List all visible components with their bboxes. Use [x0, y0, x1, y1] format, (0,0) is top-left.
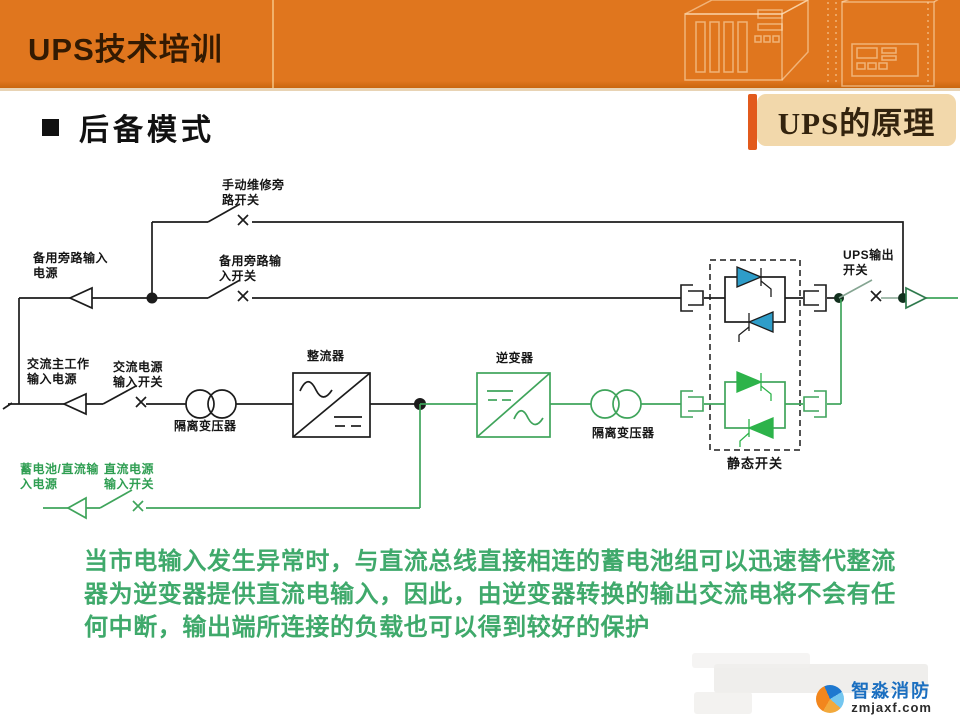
- label-ac-main-power: 交流主工作 输入电源: [27, 357, 90, 386]
- watermark-brand: 智淼消防: [851, 681, 932, 702]
- description-paragraph: 当市电输入发生异常时，与直流总线直接相连的蓄电池组可以迅速替代整流器为逆变器提供…: [84, 548, 896, 641]
- rectifier-box: [292, 372, 371, 438]
- transformer-symbol-right: [590, 389, 620, 419]
- brand-logo-icon: [816, 684, 845, 713]
- section-bullet: [42, 119, 59, 136]
- label-rectifier: 整流器: [307, 349, 345, 363]
- ups-equipment-art-icon: [684, 0, 939, 87]
- label-ac-input-switch: 交流电源 输入开关: [113, 360, 164, 389]
- arrow-left-icon: [67, 286, 93, 310]
- transformer-symbol-left: [185, 389, 215, 419]
- watermark: 智淼消防 zmjaxf.com: [816, 682, 932, 715]
- connector-icon: [680, 390, 704, 418]
- label-manual-bypass-switch: 手动维修旁 路开关: [222, 178, 285, 207]
- watermark-site: zmjaxf.com: [851, 700, 932, 716]
- junction-dot: [146, 292, 158, 304]
- switch-x-icon: [237, 290, 249, 302]
- watermark-blur-patch: [694, 692, 752, 714]
- connector-icon: [680, 284, 704, 312]
- label-inverter: 逆变器: [496, 351, 534, 365]
- thyristor-icon: [747, 311, 774, 333]
- principle-tag-label: UPS的原理: [777, 105, 936, 141]
- thyristor-icon: [736, 371, 763, 393]
- label-isolation-transformer-left: 隔离变压器: [174, 419, 237, 433]
- label-isolation-transformer-right: 隔离变压器: [592, 426, 655, 440]
- label-backup-bypass-switch: 备用旁路输 入开关: [219, 254, 282, 283]
- static-switch-enclosure: [709, 259, 801, 451]
- principle-tag: UPS的原理: [757, 94, 956, 146]
- output-switch-blade: [838, 279, 873, 299]
- label-static-switch: 静态开关: [727, 456, 784, 471]
- thyristor-pair-blue: [736, 266, 774, 342]
- label-battery-power: 蓄电池/直流输 入电源: [20, 462, 99, 491]
- arrow-left-icon: [61, 392, 87, 416]
- connector-icon: [803, 284, 827, 312]
- section-title: 后备模式: [79, 114, 215, 147]
- page-title: UPS技术培训: [28, 32, 223, 67]
- switch-x-icon: [870, 290, 882, 302]
- label-backup-bypass-power: 备用旁路输入 电源: [33, 251, 109, 280]
- switch-x-icon: [237, 214, 249, 226]
- arrow-right-icon: [905, 286, 928, 310]
- thyristor-icon: [747, 417, 774, 439]
- connector-icon: [803, 390, 827, 418]
- principle-accent-bar: [748, 94, 757, 150]
- ups-circuit-diagram: [2, 203, 958, 520]
- header-band: UPS技术培训: [0, 0, 960, 91]
- inverter-box: [476, 372, 551, 438]
- switch-x-icon: [132, 500, 144, 512]
- switch-x-icon: [135, 396, 147, 408]
- label-dc-input-switch: 直流电源 输入开关: [104, 462, 155, 491]
- header-divider: [272, 0, 274, 88]
- watermark-blur-patch: [692, 653, 810, 668]
- arrow-left-icon: [66, 496, 87, 520]
- thyristor-icon: [736, 266, 763, 288]
- black-wiring: [2, 203, 904, 451]
- label-ups-output-switch: UPS输出 开关: [843, 248, 895, 277]
- thyristor-pair-green: [736, 371, 774, 447]
